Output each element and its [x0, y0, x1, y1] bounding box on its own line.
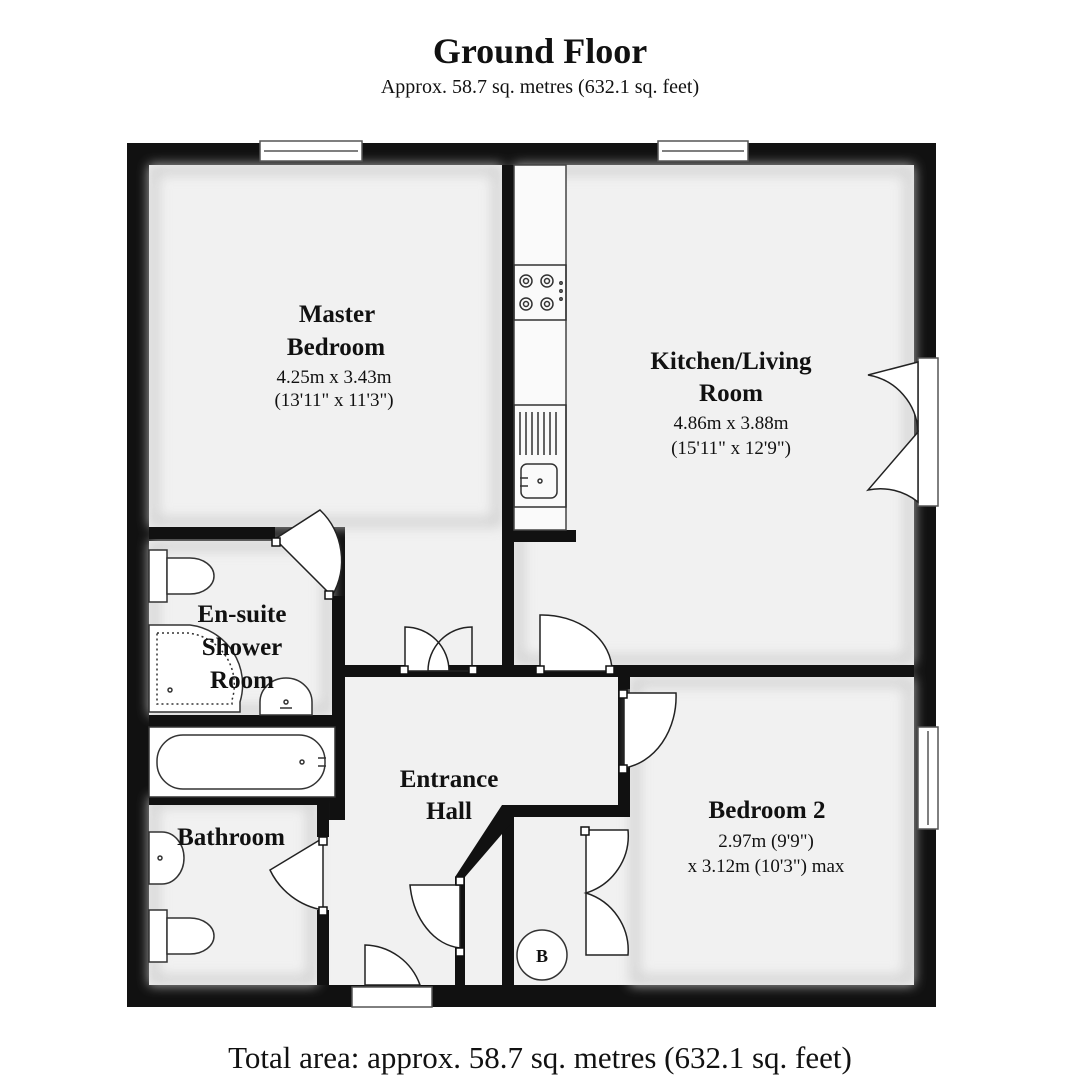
wall-ensuite-hall: [345, 665, 405, 677]
label-entrance-hall-2: Hall: [426, 798, 472, 825]
floor-master-bedroom: [149, 165, 502, 527]
label-ensuite-1: En-suite: [198, 601, 287, 628]
bathtub-icon: [148, 726, 336, 798]
floor-hall-nook: [502, 677, 618, 805]
dim-master-bedroom-imperial: (13'11" x 11'3"): [274, 390, 393, 411]
kitchen-counter: [513, 164, 567, 531]
label-bedroom2: Bedroom 2: [709, 797, 826, 824]
dim-bedroom2-line1: 2.97m (9'9"): [718, 831, 814, 852]
basin-icon: [259, 677, 313, 716]
floor-bedroom2: [514, 817, 914, 985]
toilet-icon: [148, 549, 215, 603]
wall-nook-right-2: [618, 765, 630, 817]
wall-bath-right: [335, 727, 345, 807]
wall-bath-hall-upper: [317, 797, 329, 837]
basin-icon: [148, 831, 185, 885]
wall-master-kitchen: [502, 165, 514, 677]
door-swing-icon: [269, 361, 919, 986]
wall-nook-bottom: [514, 805, 630, 817]
label-ensuite-2: Shower: [202, 634, 283, 661]
dim-kitchen-imperial: (15'11" x 12'9"): [671, 438, 791, 459]
dim-bedroom2-line2: x 3.12m (10'3") max: [688, 856, 845, 877]
door-jambs: [271, 537, 628, 957]
plan-title: Ground Floor: [432, 31, 648, 71]
dim-kitchen-metric: 4.86m x 3.88m: [673, 413, 788, 434]
floor-bedroom2-upper: [630, 677, 914, 827]
label-kitchen-2: Room: [699, 380, 763, 407]
hob-icon: [513, 264, 567, 321]
shower-tray-icon: [148, 624, 244, 713]
toilet-icon: [148, 909, 215, 963]
windows: [259, 140, 939, 1008]
label-entrance-hall-1: Entrance: [400, 766, 499, 793]
label-ensuite-3: Room: [210, 667, 274, 694]
floor-kitchen: [514, 165, 914, 665]
sink-icon: [513, 404, 567, 508]
wall-kitchen-counter-end: [514, 530, 576, 542]
wall-bath-hall-lower: [317, 910, 329, 985]
front-door-threshold: [351, 986, 433, 1008]
wall-master-bottom-left: [149, 527, 275, 539]
wall-bed2-hall: [502, 805, 514, 985]
total-area-footer: Total area: approx. 58.7 sq. metres (632…: [228, 1040, 852, 1075]
wall-bath-bottom: [149, 797, 325, 805]
label-master-bedroom-1: Master: [299, 301, 375, 328]
label-bathroom: Bathroom: [177, 824, 285, 851]
boiler-icon: B: [516, 929, 568, 981]
wall-ensuite-bath: [149, 715, 345, 727]
floor-hall: [345, 677, 502, 985]
room-labels: Master Bedroom 4.25m x 3.43m (13'11" x 1…: [177, 301, 845, 877]
dim-master-bedroom-metric: 4.25m x 3.43m: [276, 367, 391, 388]
label-kitchen-1: Kitchen/Living: [650, 348, 812, 375]
boiler-label: B: [536, 946, 548, 966]
wall-ensuite-right: [332, 596, 345, 728]
wall-nook-right: [618, 677, 630, 689]
label-master-bedroom-2: Bedroom: [287, 334, 385, 361]
wall-ensuite-hall-2: [472, 665, 514, 677]
wall-hall-diagonal: [455, 805, 514, 877]
plan-subtitle: Approx. 58.7 sq. metres (632.1 sq. feet): [380, 76, 700, 98]
window-icon: [917, 357, 939, 507]
